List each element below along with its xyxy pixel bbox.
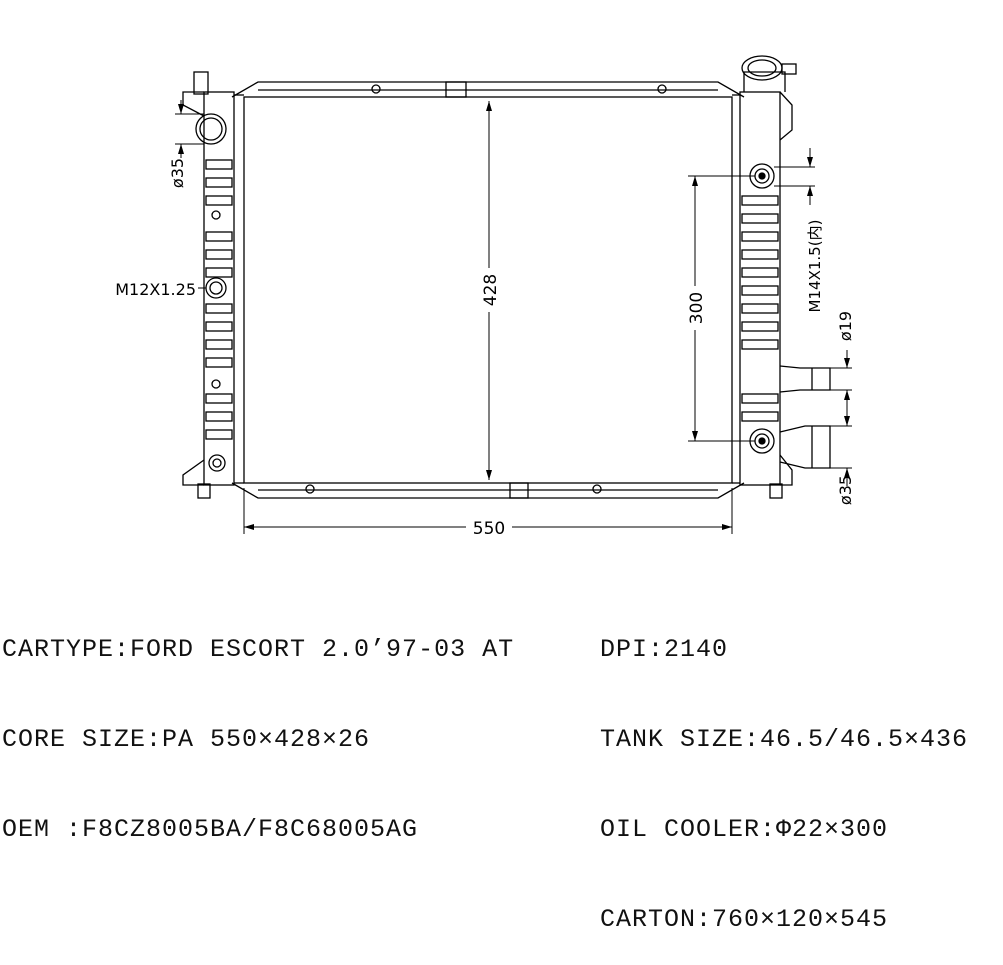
left-tank-fins: [205, 159, 233, 440]
spec-dpi: DPI:2140: [600, 635, 729, 664]
label-cooler-thread: M14X1.5(内): [806, 220, 824, 313]
bottom-left-fitting: [208, 454, 226, 472]
top-frame: [231, 81, 745, 98]
dim-core-width: 550: [473, 519, 505, 539]
spec-oil-cooler: OIL COOLER:Φ22×300: [600, 815, 889, 844]
spec-core-size: CORE SIZE:PA 550×428×26: [2, 725, 371, 754]
inlet-pipe: [195, 113, 227, 145]
radiator-technical-drawing: 550 428 300 ø35 M12X1.25 M14X1.5(内) ø19 …: [115, 55, 855, 539]
spec-carton: CARTON:760×120×545: [600, 905, 889, 934]
dim-outlet-diameter: ø35: [836, 475, 855, 505]
dim-inlet-diameter: ø35: [168, 158, 187, 188]
right-tank: [732, 71, 793, 499]
outlet-pipe: [779, 425, 831, 469]
spec-block-left: CARTYPE:FORD ESCORT 2.0’97-03 AT CORE SI…: [2, 575, 514, 875]
side-pipe-upper: [779, 365, 831, 393]
filler-neck: [741, 55, 797, 81]
bottom-frame: [231, 482, 745, 499]
radiator-core: [243, 96, 733, 484]
right-tank-fins: [741, 195, 779, 422]
dim-cooler-pipe: ø19: [836, 311, 855, 341]
spec-tank-size: TANK SIZE:46.5/46.5×436: [600, 725, 969, 754]
spec-block-right: DPI:2140 TANK SIZE:46.5/46.5×436 OIL COO…: [600, 575, 968, 965]
drain-plug: [205, 277, 227, 299]
spec-cartype: CARTYPE:FORD ESCORT 2.0’97-03 AT: [2, 635, 515, 664]
dim-core-height: 428: [481, 274, 501, 306]
dim-cooler-spacing: 300: [687, 292, 707, 324]
spec-oem: OEM :F8CZ8005BA/F8C68005AG: [2, 815, 419, 844]
label-drain-thread: M12X1.25: [115, 280, 196, 299]
